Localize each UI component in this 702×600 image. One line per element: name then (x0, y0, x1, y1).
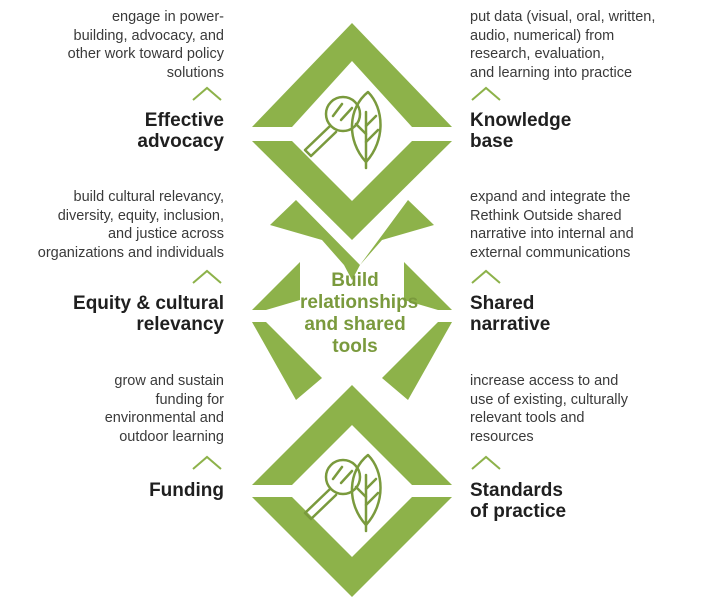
title-line: Knowledge (470, 110, 572, 131)
desc-line: expand and integrate the (470, 189, 631, 205)
top-diamond-lower-left-band (252, 141, 352, 240)
standards-title: Standards of practice (470, 480, 566, 522)
desc-line: environmental and (104, 410, 224, 427)
desc-line: research, evaluation, (470, 46, 605, 63)
chevron-up-icon (471, 269, 501, 284)
title-line: Funding (149, 480, 224, 501)
desc-line: funding for (155, 391, 224, 408)
desc-line: relevant tools and (470, 410, 585, 427)
funding-description: grow and sustain funding for environment… (105, 372, 224, 446)
magnifier-leaf-icon (303, 453, 382, 533)
chevron-up-icon (192, 269, 222, 284)
middle-diamond-left-band (252, 262, 300, 310)
knowledge-base-title: Knowledge base (470, 110, 571, 152)
title-line: relevancy (136, 314, 224, 335)
chevron-up-icon (471, 86, 501, 101)
middle-diamond-lower-left-band (252, 322, 322, 400)
desc-line: put data (visual, oral, written, (470, 9, 656, 25)
middle-diamond-right-band (404, 262, 452, 310)
desc-line: external communications (470, 244, 631, 261)
desc-line: other work toward policy (67, 46, 224, 63)
top-diamond-lower-right-band (352, 141, 452, 240)
desc-line: building, advocacy, and (73, 27, 224, 44)
knowledge-base-description: put data (visual, oral, written, audio, … (470, 8, 655, 82)
bottom-diamond-lower-right-band (352, 497, 452, 597)
desc-line: resources (470, 428, 534, 445)
chevron-up-icon (192, 86, 222, 101)
center-line: Build (331, 270, 379, 291)
desc-line: and justice across (107, 226, 224, 243)
title-line: Standards (470, 480, 563, 501)
funding-title: Funding (149, 480, 224, 501)
desc-line: Rethink Outside shared (470, 207, 622, 224)
effective-advocacy-description: engage in power- building, advocacy, and… (68, 8, 224, 82)
title-line: Equity & cultural (73, 293, 224, 314)
center-line: tools (332, 336, 378, 357)
desc-line: organizations and individuals (37, 244, 224, 261)
desc-line: outdoor learning (119, 428, 224, 445)
center-line: relationships (300, 292, 419, 313)
shared-narrative-description: expand and integrate the Rethink Outside… (470, 188, 634, 262)
desc-line: diversity, equity, inclusion, (57, 207, 224, 224)
desc-line: solutions (166, 64, 224, 81)
desc-line: audio, numerical) from (470, 27, 615, 44)
title-line: advocacy (137, 131, 224, 152)
bottom-diamond-upper-left-band (252, 385, 352, 485)
desc-line: grow and sustain (114, 373, 224, 389)
desc-line: use of existing, culturally (470, 391, 628, 408)
shared-narrative-title: Shared narrative (470, 293, 550, 335)
desc-line: and learning into practice (470, 64, 633, 81)
title-line: Effective (144, 110, 224, 131)
middle-diamond-lower-right-band (382, 322, 452, 400)
title-line: of practice (470, 501, 567, 522)
desc-line: build cultural relevancy, (73, 189, 224, 205)
standards-description: increase access to and use of existing, … (470, 372, 628, 446)
desc-line: narrative into internal and (470, 226, 634, 243)
center-label: Build relationships and shared tools (300, 270, 419, 358)
equity-description: build cultural relevancy, diversity, equ… (38, 188, 224, 262)
top-diamond-upper-right-band (352, 23, 452, 127)
bottom-diamond-upper-right-band (352, 385, 452, 485)
title-line: Shared (470, 293, 535, 314)
effective-advocacy-title: Effective advocacy (137, 110, 224, 152)
equity-title: Equity & cultural relevancy (73, 293, 224, 335)
desc-line: engage in power- (111, 9, 224, 25)
title-line: narrative (470, 314, 551, 335)
desc-line: increase access to and (470, 373, 619, 389)
bottom-diamond-lower-left-band (252, 497, 352, 597)
middle-diamond-upper-left-band (270, 200, 360, 280)
top-diamond-upper-left-band (252, 23, 352, 127)
title-line: base (470, 131, 514, 152)
center-line: and shared (304, 314, 406, 335)
middle-diamond-upper-right-band (360, 200, 434, 265)
magnifier-leaf-icon (303, 90, 382, 170)
chevron-up-icon (192, 455, 222, 470)
chevron-up-icon (471, 455, 501, 470)
